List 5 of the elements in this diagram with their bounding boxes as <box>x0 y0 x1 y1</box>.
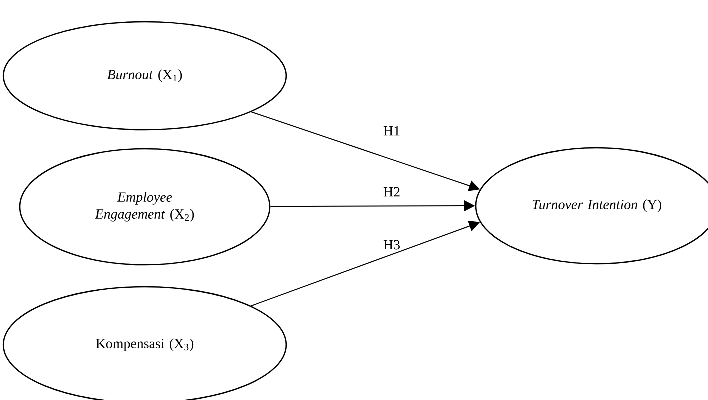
ellipse-node: Burnout (X$_{1}$) <box>2 21 288 131</box>
edge-label: H3 <box>382 239 402 251</box>
edge-label: H1 <box>382 125 402 137</box>
edge-label: H2 <box>382 186 402 198</box>
ellipse-node: Employee Engagement (X$_{2}$) <box>19 148 271 266</box>
